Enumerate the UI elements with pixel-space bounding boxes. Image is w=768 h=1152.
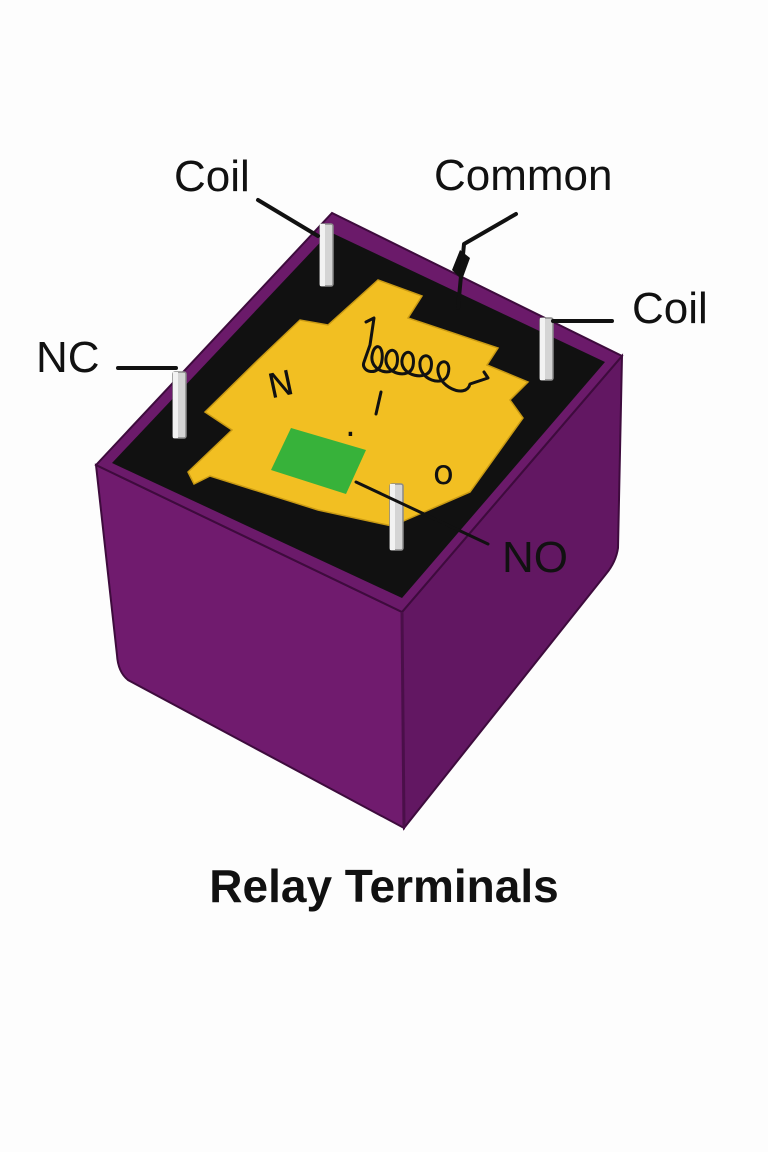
terminal-pin-no [389,483,404,551]
housing-right-face [400,353,624,831]
board-tick [374,390,383,416]
leader-common [456,212,518,310]
coil-icon [362,316,490,393]
terminal-pin-nc [172,371,187,439]
board-mark-dot: . [345,405,356,445]
board-mark-o: o [433,453,454,493]
label-coil-right: Coil [632,284,708,333]
contact-pad [271,428,366,494]
leader-no [354,480,490,546]
diagram-title: Relay Terminals [209,860,558,912]
label-nc: NC [36,333,100,382]
label-coil-left: Coil [174,152,250,201]
label-no: NO [502,533,568,582]
label-common: Common [434,151,613,200]
housing-left-face [94,463,406,830]
terminal-pin-coil-right [539,317,554,381]
circuit-board [187,279,530,527]
terminal-pin-coil-left [319,223,334,287]
leader-coil-left [256,198,320,238]
housing-front-edge [400,611,406,829]
